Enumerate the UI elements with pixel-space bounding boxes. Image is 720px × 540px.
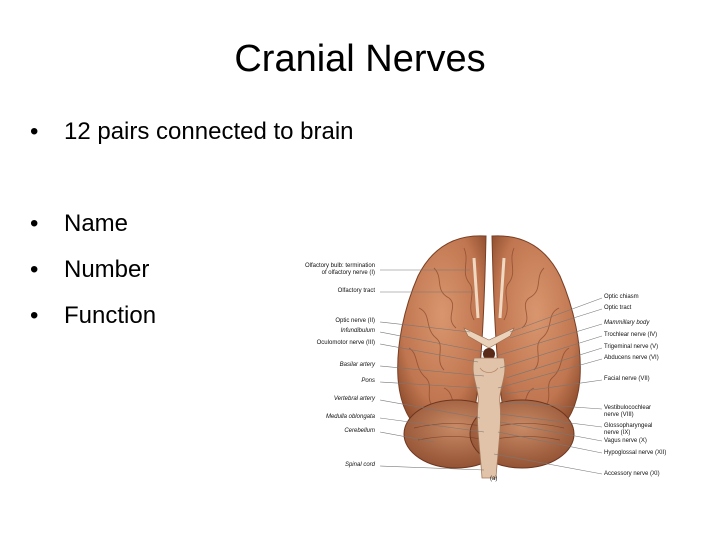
- label-abducens-nerve: Abducens nerve (VI): [604, 355, 659, 361]
- label-trochlear-nerve: Trochlear nerve (IV): [604, 332, 658, 338]
- bullet-text: Number: [64, 256, 150, 283]
- figure-panel-label: (a): [490, 476, 498, 482]
- label-vagus-nerve: Vagus nerve (X): [604, 438, 647, 444]
- label-accessory-nerve: Accessory nerve (XI): [604, 471, 660, 477]
- label-cerebellum: Cerebellum: [344, 428, 375, 434]
- bullet-dot: •: [30, 118, 39, 145]
- bullet-text: Function: [64, 302, 157, 329]
- label-pons: Pons: [361, 378, 375, 384]
- bullet-item: • Number: [30, 255, 149, 285]
- label-trigeminal-nerve: Trigeminal nerve (V): [604, 344, 659, 350]
- brain-illustration: [379, 235, 603, 479]
- label-infundibulum: Infundibulum: [340, 328, 375, 334]
- label-olfactory-tract: Olfactory tract: [337, 288, 375, 294]
- label-optic-chiasm: Optic chiasm: [604, 294, 639, 300]
- label-vertebral-artery: Vertebral artery: [333, 396, 375, 402]
- label-basilar-artery: Basilar artery: [339, 362, 375, 368]
- bullet-item: • Name: [30, 209, 128, 239]
- bullet-text: Name: [64, 210, 129, 237]
- label-medulla-oblongata: Medulla oblongata: [325, 414, 375, 420]
- slide-title: Cranial Nerves: [234, 38, 486, 80]
- label-hypoglossal-nerve: Hypoglossal nerve (XII): [604, 450, 667, 456]
- bullet-dot: •: [30, 256, 39, 283]
- brainstem: [472, 357, 506, 479]
- bullet-dot: •: [30, 302, 39, 329]
- label-spinal-cord: Spinal cord: [344, 462, 375, 468]
- label-optic-tract: Optic tract: [604, 305, 632, 311]
- label-mammillary-body: Mammillary body: [604, 320, 650, 326]
- label-optic-nerve: Optic nerve (II): [335, 318, 375, 324]
- label-oculomotor-nerve: Oculomotor nerve (III): [316, 340, 375, 346]
- bullet-item: • Function: [30, 301, 156, 331]
- bullet-dot: •: [30, 210, 39, 237]
- label-facial-nerve: Facial nerve (VII): [604, 376, 650, 382]
- bullet-text: 12 pairs connected to brain: [64, 118, 354, 145]
- bullet-item: • 12 pairs connected to brain: [30, 117, 354, 147]
